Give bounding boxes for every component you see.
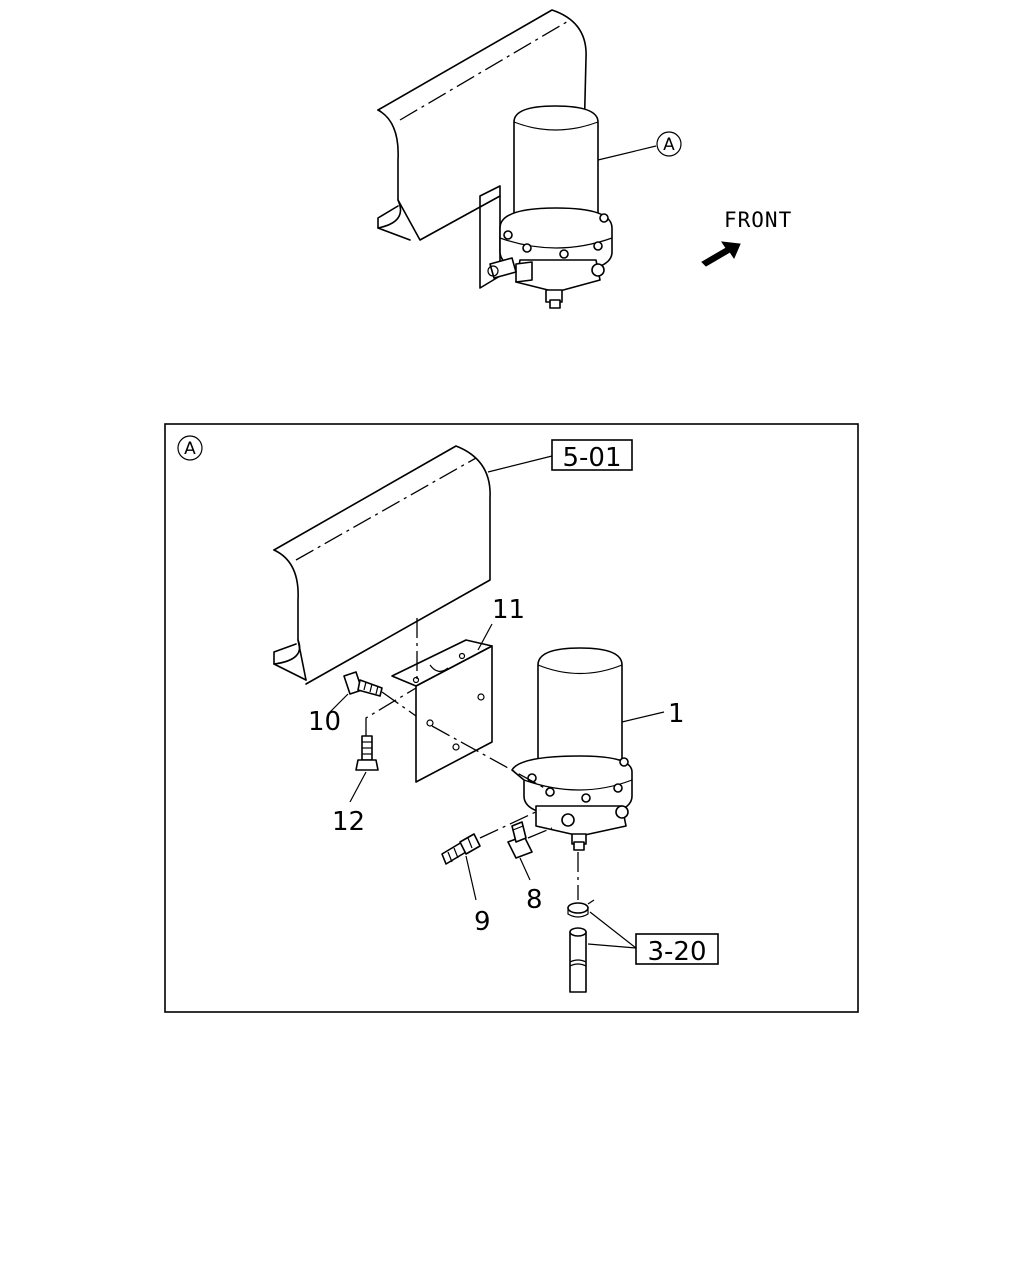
callout-10: 10	[308, 707, 341, 737]
callout-8: 8	[526, 885, 543, 915]
overview-frame-rail	[377, 9, 587, 241]
callout-1: 1	[668, 699, 685, 729]
overview-detail-marker: A	[663, 135, 675, 155]
callout-12: 12	[332, 807, 365, 837]
detail-bolt-10	[343, 671, 383, 697]
detail-a-frame	[164, 423, 859, 1013]
overview-air-dryer	[487, 105, 613, 309]
overview-illustration: A FRONT	[377, 9, 792, 309]
callout-11: 11	[492, 595, 525, 625]
detail-hose-3-20	[567, 852, 595, 993]
front-direction-label: FRONT	[724, 208, 792, 232]
detail-air-dryer	[511, 647, 633, 851]
ref-label-5-01: 5-01	[562, 443, 621, 473]
ref-box-3-20	[635, 933, 719, 965]
front-arrow-icon	[701, 241, 741, 267]
detail-frame-rail	[273, 445, 491, 685]
detail-connector-9	[441, 833, 481, 865]
detail-bolt-12	[355, 735, 379, 771]
detail-elbow-8	[507, 821, 533, 859]
ref-box-5-01	[551, 439, 633, 471]
ref-label-3-20: 3-20	[647, 937, 706, 967]
callout-9: 9	[474, 907, 491, 937]
detail-marker: A	[184, 439, 196, 459]
detail-bracket	[391, 639, 493, 783]
